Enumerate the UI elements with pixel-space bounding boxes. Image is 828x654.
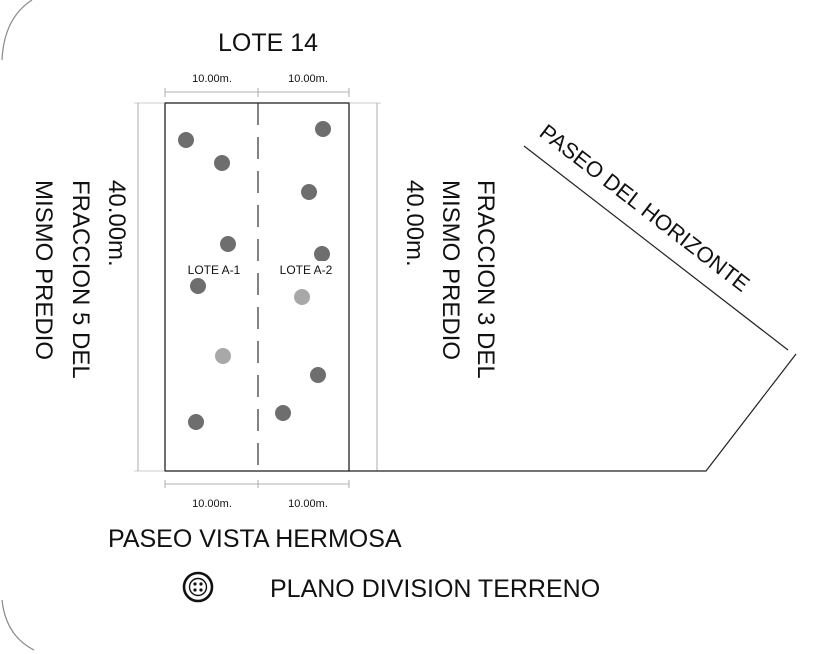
lot-a2-label: LOTE A-2	[280, 263, 333, 277]
tree-icon	[220, 236, 236, 252]
dimension-bottom-left: 10.00m.	[192, 498, 232, 510]
east-boundary-label-line1: FRACCION 3 DEL	[472, 180, 499, 379]
tree-icon	[178, 132, 194, 148]
frame-corner-top-left	[1, 0, 33, 61]
dimension-bottom-right: 10.00m.	[288, 498, 328, 510]
paseo-del-horizonte-line	[523, 145, 789, 351]
dimension-top-left: 10.00m.	[192, 73, 232, 85]
south-boundary-label: PASEO VISTA HERMOSA	[108, 525, 402, 553]
east-boundary-label-line2: MISMO PREDIO	[437, 180, 464, 360]
tree-icon	[275, 405, 291, 421]
tree-icon	[301, 184, 317, 200]
tree-icon	[214, 155, 230, 171]
tree-icon	[294, 289, 310, 305]
west-dimension-label: 40.00m.	[103, 180, 130, 267]
tree-markers	[178, 121, 331, 430]
lot-outline	[164, 102, 350, 472]
west-boundary-label-line1: FRACCION 5 DEL	[67, 180, 94, 379]
west-boundary-label-line2: MISMO PREDIO	[30, 180, 57, 360]
tree-icon	[315, 121, 331, 137]
lot-a1-label: LOTE A-1	[188, 263, 241, 277]
tree-icon	[188, 414, 204, 430]
east-dimension-label: 40.00m.	[401, 180, 428, 267]
frame-corner-bottom-left	[1, 599, 35, 651]
tree-icon	[310, 367, 326, 383]
tree-symbol-icon	[182, 571, 214, 603]
plan-title: PLANO DIVISION TERRENO	[270, 575, 600, 603]
tree-icon	[314, 246, 330, 262]
paseo-del-horizonte-label: PASEO DEL HORIZONTE	[535, 119, 754, 297]
dimension-top-right: 10.00m.	[288, 73, 328, 85]
tree-icon	[190, 278, 206, 294]
north-boundary-label: LOTE 14	[218, 29, 318, 57]
tree-icon	[215, 348, 231, 364]
adjacent-land-outline	[349, 353, 797, 472]
